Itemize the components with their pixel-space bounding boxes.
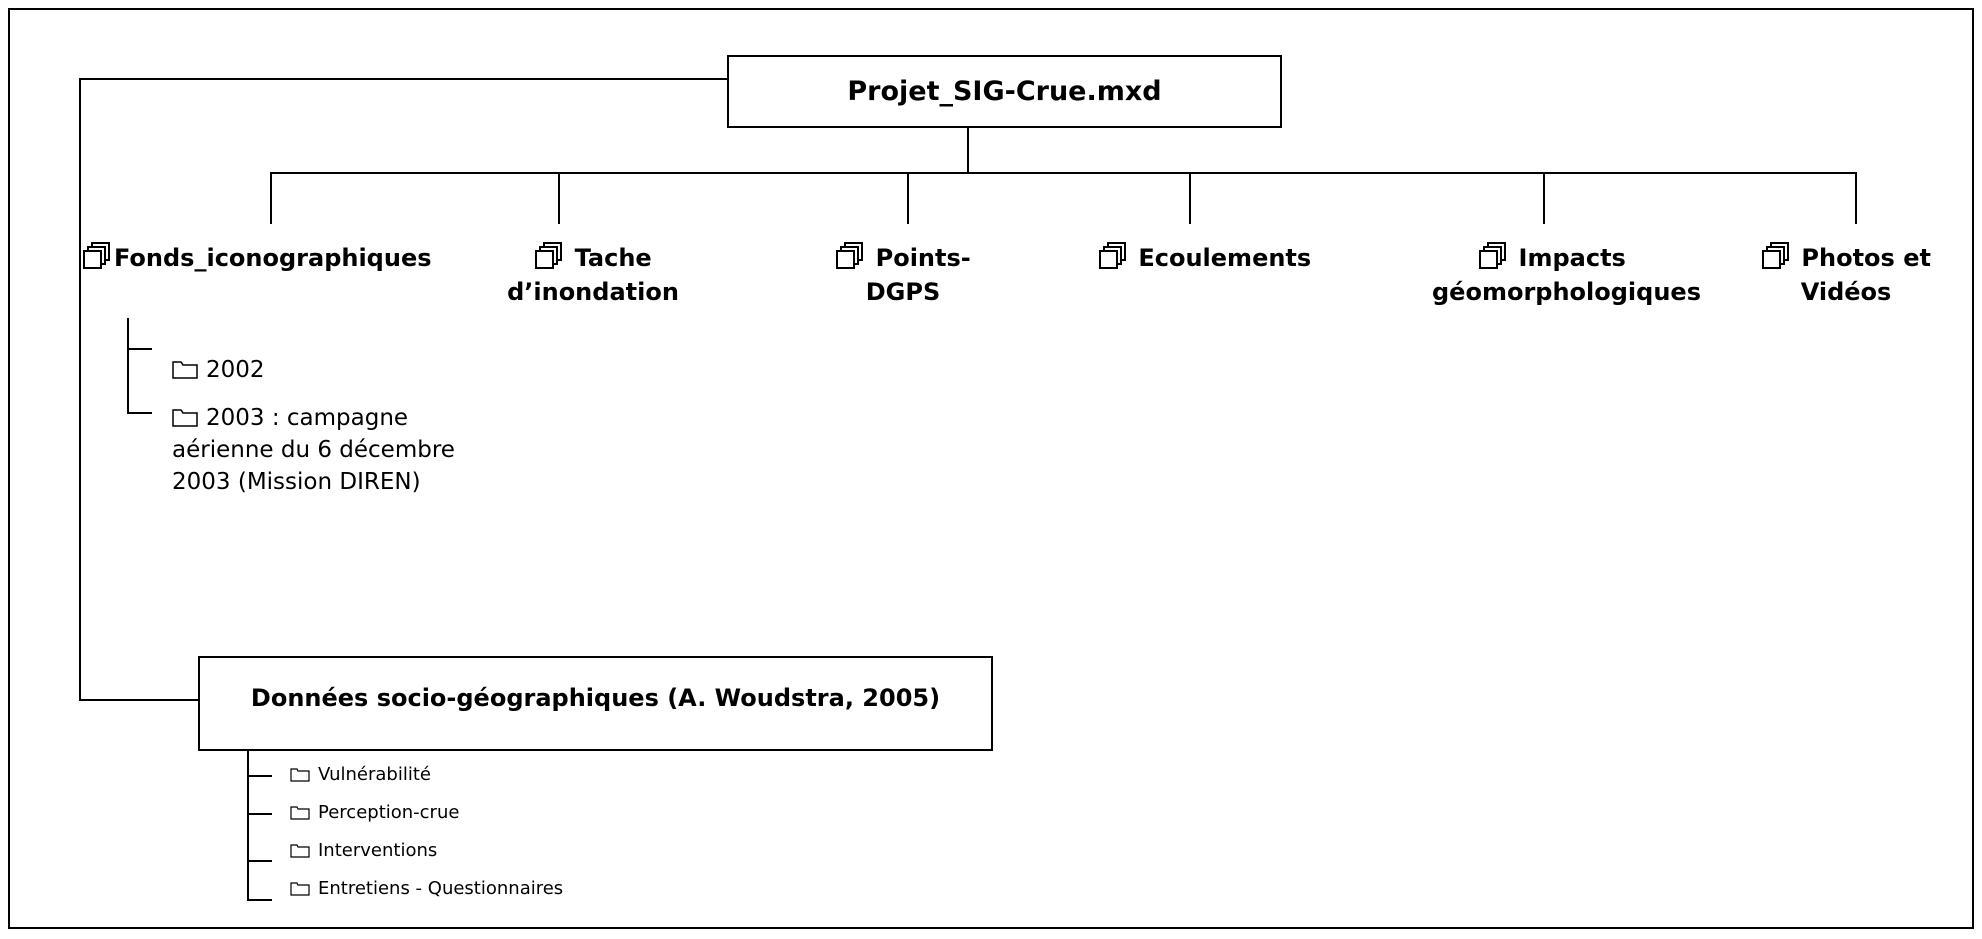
connector bbox=[247, 751, 249, 901]
connector bbox=[558, 172, 560, 224]
layer-label: Fonds_iconographiques bbox=[114, 244, 432, 272]
connector bbox=[247, 775, 272, 777]
folder-item-entretiens: Entretiens - Questionnaires bbox=[290, 877, 563, 901]
folder-item-2003: 2003 : campagne aérienne du 6 décembre 2… bbox=[172, 402, 455, 498]
root-node: Projet_SIG-Crue.mxd bbox=[727, 55, 1282, 128]
connector bbox=[1189, 172, 1191, 224]
layer-node-fonds: Fonds_iconographiques bbox=[82, 241, 432, 275]
layer-stack-icon bbox=[82, 242, 112, 270]
layer-node-photos: Photos et Vidéos bbox=[1756, 241, 1936, 309]
layer-node-ecoulements: Ecoulements bbox=[1098, 241, 1311, 275]
folder-label: 2002 bbox=[206, 357, 265, 383]
connector bbox=[127, 412, 152, 414]
layer-label-line2: Vidéos bbox=[1800, 278, 1892, 306]
layer-label: Impacts bbox=[1518, 244, 1626, 272]
layer-node-impacts: Impacts géomorphologiques bbox=[1432, 241, 1701, 309]
connector bbox=[127, 348, 152, 350]
folder-item-2002: 2002 bbox=[172, 354, 265, 386]
connector bbox=[247, 899, 272, 901]
layer-stack-icon bbox=[835, 242, 865, 270]
layer-label: Tache bbox=[574, 244, 652, 272]
layer-stack-icon bbox=[1098, 242, 1128, 270]
folder-label: 2003 : campagne bbox=[206, 405, 409, 431]
root-label: Projet_SIG-Crue.mxd bbox=[847, 76, 1162, 107]
folder-icon bbox=[172, 361, 198, 379]
socio-node: Données socio-géographiques (A. Woudstra… bbox=[198, 656, 993, 751]
folder-label: Vulnérabilité bbox=[318, 764, 431, 785]
connector bbox=[1855, 172, 1857, 224]
folder-label: Interventions bbox=[318, 840, 438, 861]
socio-label: Données socio-géographiques (A. Woudstra… bbox=[250, 684, 941, 712]
folder-label-line2: aérienne du 6 décembre bbox=[172, 437, 455, 463]
diagram-frame bbox=[8, 8, 1974, 929]
connector bbox=[247, 813, 272, 815]
connector bbox=[1543, 172, 1545, 224]
layer-node-tache: Tache d’inondation bbox=[488, 241, 698, 309]
connector bbox=[907, 172, 909, 224]
connector bbox=[967, 128, 969, 173]
layer-label: Points- bbox=[875, 244, 971, 272]
folder-label-line3: 2003 (Mission DIREN) bbox=[172, 469, 421, 495]
folder-item-perception: Perception-crue bbox=[290, 801, 459, 825]
folder-label: Perception-crue bbox=[318, 802, 460, 823]
layer-node-points: Points- DGPS bbox=[798, 241, 1008, 309]
connector bbox=[79, 699, 198, 701]
folder-icon bbox=[172, 409, 198, 427]
folder-icon bbox=[290, 844, 310, 858]
connector bbox=[247, 860, 272, 862]
layer-label-line2: géomorphologiques bbox=[1432, 278, 1701, 306]
layer-label: Photos et bbox=[1801, 244, 1931, 272]
folder-icon bbox=[290, 768, 310, 782]
folder-item-vulnerabilite: Vulnérabilité bbox=[290, 763, 431, 787]
connector bbox=[79, 78, 727, 80]
connector bbox=[270, 172, 1857, 174]
layer-label: Ecoulements bbox=[1138, 244, 1312, 272]
layer-stack-icon bbox=[1478, 242, 1508, 270]
layer-stack-icon bbox=[534, 242, 564, 270]
layer-label-line2: DGPS bbox=[865, 278, 941, 306]
folder-label: Entretiens - Questionnaires bbox=[318, 878, 564, 899]
layer-stack-icon bbox=[1761, 242, 1791, 270]
connector bbox=[79, 78, 81, 701]
connector bbox=[270, 172, 272, 224]
folder-item-interventions: Interventions bbox=[290, 839, 437, 863]
folder-icon bbox=[290, 806, 310, 820]
layer-label-line2: d’inondation bbox=[507, 278, 679, 306]
folder-icon bbox=[290, 882, 310, 896]
connector bbox=[127, 318, 129, 414]
